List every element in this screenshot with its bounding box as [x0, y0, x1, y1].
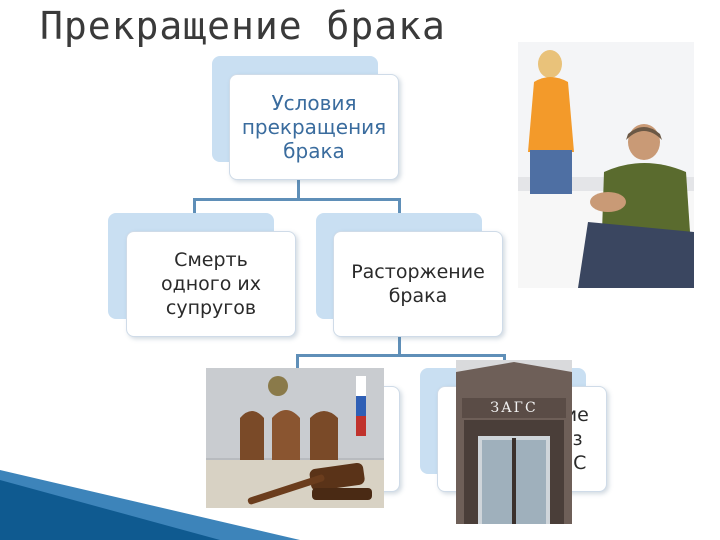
zags-sign-text: ЗАГС — [490, 400, 538, 416]
court-photo — [206, 368, 384, 508]
accent-swoosh — [0, 470, 300, 540]
couple-photo — [518, 42, 694, 288]
root-node: Условия прекращения брака — [229, 74, 399, 180]
couple-illustration — [518, 42, 694, 288]
zags-photo: ЗАГС — [456, 360, 572, 524]
divorce-node-label: Расторжение брака — [351, 261, 485, 307]
death-node-label: Смерть одного их супругов — [160, 249, 262, 319]
connector-mid-down — [398, 336, 401, 356]
connector-level2-horizontal — [296, 354, 506, 357]
slide-title: Прекращение брака — [40, 4, 446, 48]
courtroom-illustration — [206, 368, 384, 508]
connector-level1-horizontal — [193, 198, 401, 201]
root-node-label: Условия прекращения брака — [241, 91, 387, 163]
divorce-node: Расторжение брака — [333, 231, 503, 337]
connector-root-down — [297, 180, 300, 200]
death-node: Смерть одного их супругов — [126, 231, 296, 337]
zags-building-illustration — [456, 360, 572, 524]
